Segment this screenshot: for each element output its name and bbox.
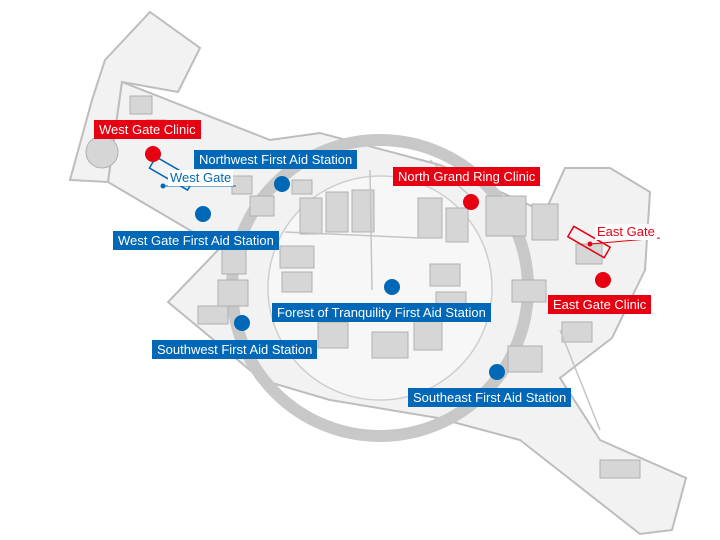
west-gate-first-aid-station-marker[interactable] — [195, 206, 211, 222]
northwest-first-aid-station-marker[interactable] — [274, 176, 290, 192]
west-gate-plaza — [85, 135, 119, 169]
west-gate-clinic-marker[interactable] — [145, 146, 161, 162]
southeast-first-aid-station-label[interactable]: Southeast First Aid Station — [408, 388, 572, 407]
north-grand-ring-clinic-label[interactable]: North Grand Ring Clinic — [393, 167, 541, 186]
east-gate-clinic-label[interactable]: East Gate Clinic — [548, 295, 652, 314]
west-gate-label: West Gate — [168, 170, 234, 186]
southeast-first-aid-station-marker[interactable] — [489, 364, 505, 380]
forest-of-tranquility-first-aid-station-marker[interactable] — [384, 279, 400, 295]
northwest-first-aid-station-label[interactable]: Northwest First Aid Station — [194, 150, 358, 169]
east-gate-marker — [566, 225, 661, 259]
west-gate-clinic-label[interactable]: West Gate Clinic — [94, 120, 201, 139]
west-gate-first-aid-station-label[interactable]: West Gate First Aid Station — [113, 231, 279, 250]
southwest-first-aid-station-marker[interactable] — [234, 315, 250, 331]
east-gate-label: East Gate — [595, 224, 657, 240]
east-gate-clinic-marker[interactable] — [595, 272, 611, 288]
north-grand-ring-clinic-marker[interactable] — [463, 194, 479, 210]
forest-of-tranquility-first-aid-station-label[interactable]: Forest of Tranquility First Aid Station — [272, 303, 491, 322]
pavilion-blocks — [129, 95, 641, 479]
southwest-first-aid-station-label[interactable]: Southwest First Aid Station — [152, 340, 318, 359]
